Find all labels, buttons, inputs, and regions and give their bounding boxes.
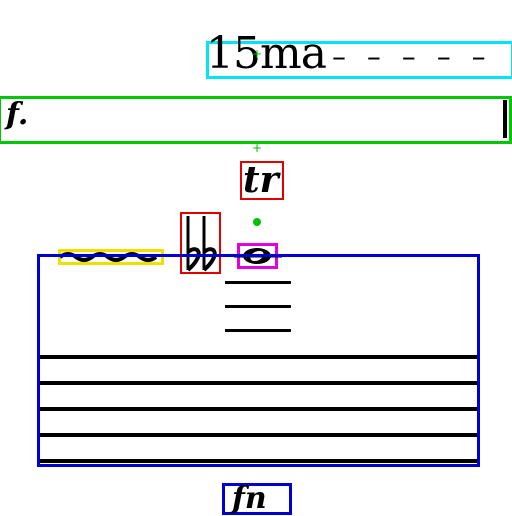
- ottava-dashes: – – – – –: [332, 40, 492, 73]
- ledger-line: [225, 329, 291, 332]
- ornament-label: fn: [232, 481, 267, 516]
- staff-line: [40, 433, 477, 437]
- ledger-line: [225, 305, 291, 308]
- trill-wave-line: [58, 252, 158, 262]
- staff-line: [40, 459, 477, 463]
- trill-label: tr: [243, 159, 279, 201]
- double-flat-icon: [186, 216, 217, 272]
- center-marker: +: [252, 141, 263, 155]
- ledger-line: [225, 281, 291, 284]
- dynamic-box: [0, 96, 512, 144]
- staff-box: [37, 254, 480, 467]
- trill-wave-box: [58, 249, 164, 265]
- green-dot-marker: [253, 218, 261, 226]
- staff-line: [40, 355, 477, 359]
- trill-box: [240, 161, 284, 200]
- dynamic-label: f.: [6, 97, 29, 132]
- dynamic-bar: [503, 100, 507, 138]
- staff-line: [40, 381, 477, 385]
- staff-line: [40, 407, 477, 411]
- ottava-center-marker: +: [252, 47, 263, 61]
- ottava-label: 15ma: [206, 28, 327, 79]
- double-flat-box: [180, 212, 221, 274]
